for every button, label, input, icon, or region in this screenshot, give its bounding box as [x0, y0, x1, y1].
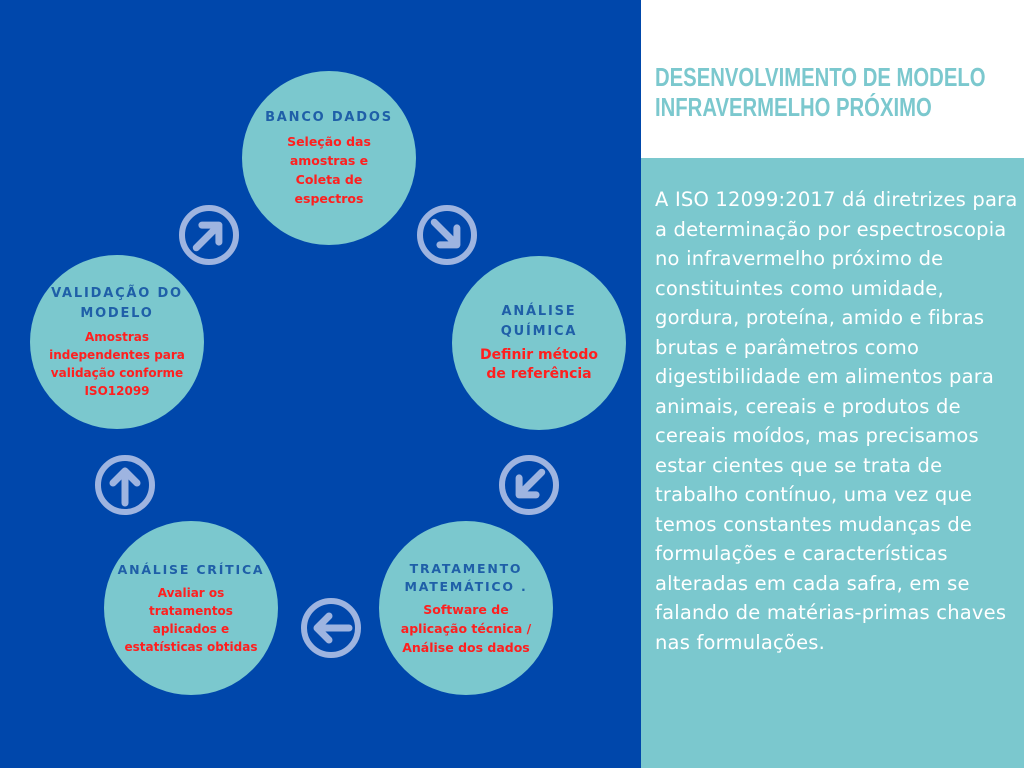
arrow-up-icon — [95, 455, 155, 515]
arrow-down-left-icon — [499, 455, 559, 515]
step-analise-critica: ANÁLISE CRÍTICA Avaliar os tratamentos a… — [104, 521, 278, 695]
arrow-left-icon — [301, 598, 361, 658]
step-banco-dados: BANCO DADOS Seleção das amostras e Colet… — [242, 71, 416, 245]
title-line-1: DESENVOLVIMENTO DE MODELO — [655, 62, 986, 92]
step-desc: Definir método de referência — [479, 347, 599, 382]
description-panel — [641, 158, 1024, 768]
description-text: A ISO 12099:2017 dá diretrizes para a de… — [655, 188, 1018, 654]
step-desc: Amostras independentes para validação co… — [49, 330, 185, 398]
page-title: DESENVOLVIMENTO DE MODELO INFRAVERMELHO … — [655, 62, 986, 122]
step-title: ANÁLISE QUÍMICA — [500, 304, 578, 339]
step-tratamento-matematico: TRATAMENTO MATEMÁTICO . Software de apli… — [379, 521, 553, 695]
step-analise-quimica: ANÁLISE QUÍMICA Definir método de referê… — [452, 256, 626, 430]
step-desc: Software de aplicação técnica / Análise … — [400, 601, 532, 655]
step-title: TRATAMENTO MATEMÁTICO . — [404, 560, 528, 594]
arrow-down-right-icon — [417, 205, 477, 265]
step-title: BANCO DADOS — [265, 110, 393, 125]
step-title: ANÁLISE CRÍTICA — [117, 562, 265, 577]
step-validacao-modelo: VALIDAÇÃO DO MODELO Amostras independent… — [30, 255, 204, 429]
step-title: VALIDAÇÃO DO MODELO — [51, 286, 183, 321]
arrow-up-right-icon — [179, 205, 239, 265]
title-line-2: INFRAVERMELHO PRÓXIMO — [655, 92, 932, 122]
step-desc: Seleção das amostras e Coleta de espectr… — [287, 134, 371, 206]
step-desc: Avaliar os tratamentos aplicados e estat… — [124, 586, 258, 654]
title-panel — [641, 0, 1024, 158]
